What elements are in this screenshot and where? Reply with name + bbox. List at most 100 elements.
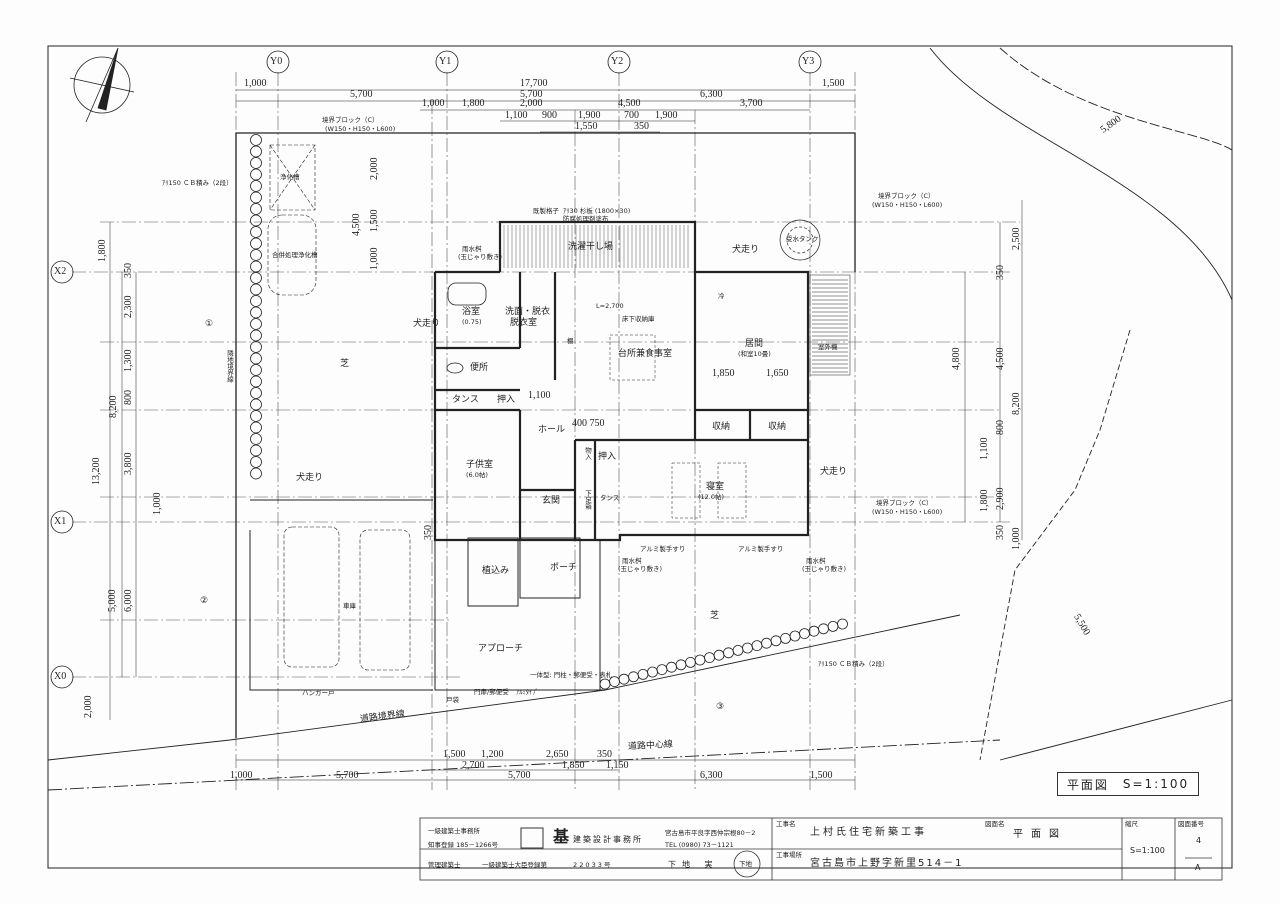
scale-value: S=1:100 (1130, 846, 1165, 855)
grid-label-y0: Y0 (270, 56, 283, 67)
room-storage-2: 収納 (768, 422, 787, 432)
dim-top: 6,300 (700, 89, 723, 100)
office-type: 一級建築士事務所 (428, 827, 480, 835)
architect-seal: 下地 (739, 860, 752, 868)
dim-inner: 400 750 (572, 418, 605, 429)
hanger-door-note: ハンガー戸 (302, 689, 335, 697)
room-kitchen-dining: 台所兼食事室 (618, 349, 673, 359)
rainwater-note: 雨水桝 (462, 245, 482, 253)
room-bedroom-size: (12.0帖) (698, 493, 725, 501)
cb-block (250, 387, 262, 399)
dim-bottom: 1,500 (443, 749, 466, 760)
cb-block (250, 226, 262, 238)
fridge-label: 冷 (718, 292, 725, 300)
block-note-right-2-spec: (W150・H150・L600) (872, 508, 943, 516)
room-bath: 浴室 (462, 307, 481, 317)
dog-run-4: 犬走り (820, 467, 848, 477)
grid-label-x1: X1 (54, 516, 67, 527)
beds (671, 462, 747, 519)
gate-note-2: ｱﾙﾐﾀｲﾌﾟ (516, 688, 539, 696)
shelf-label: 棚 (567, 337, 574, 345)
dim-top: 1,900 (578, 110, 601, 121)
dim-inner: 1,850 (712, 368, 735, 379)
architect-label: 管理建築士 (428, 861, 461, 869)
dim-bottom: 1,000 (230, 770, 253, 781)
exterior-structures (249, 499, 605, 691)
water-tank-label: 受水タンク (786, 235, 819, 243)
cb-block (250, 398, 262, 411)
house-walls (433, 220, 810, 542)
dim-top: 1,550 (575, 121, 598, 132)
cb-block (250, 272, 262, 284)
gate-combined-note: 一体型: 門柱・郵便受・表札 (530, 671, 613, 679)
dim-top: 17,700 (520, 78, 548, 89)
room-toilet: 便所 (470, 363, 489, 373)
dim-bottom: 350 (597, 749, 612, 760)
boundary-left-note: 隣地境界線 (225, 350, 234, 383)
block-note-right-2: 境界ブロック（C） (876, 499, 933, 507)
block-note-top: 境界ブロック（C） (322, 116, 379, 124)
room-bath-size: (0.75) (462, 318, 482, 326)
dim-bottom: 5,700 (336, 770, 359, 781)
dim-bottom: 1,850 (562, 760, 585, 771)
room-tansu-2: タンス (600, 494, 620, 502)
cb-block (250, 352, 262, 365)
toilet-fixture (446, 362, 464, 374)
dim-bottom: 1,150 (606, 760, 629, 771)
rail-note-1: アルミ製手すり (640, 545, 686, 553)
sheet-border (47, 45, 1233, 869)
rain-basin-2-sub: (玉じゃり敷き) (802, 565, 847, 573)
lawn-left: 芝 (340, 359, 350, 369)
scale-box-title: 平面図 (1066, 777, 1109, 792)
room-living: 居間 (745, 339, 764, 349)
cb-note-left: ｱﾘ150 ＣＢ積み（2段） (162, 179, 233, 187)
deck-note-2: 防腐処理剤塗布 (563, 215, 609, 223)
site-boundary (235, 132, 856, 738)
laundry-deck (503, 225, 689, 268)
cb-block (250, 295, 262, 307)
cb-block (250, 249, 262, 261)
scale-label: 縮尺 (1125, 820, 1138, 828)
grid-label-y3: Y3 (802, 56, 815, 67)
dim-top: 350 (634, 121, 649, 132)
dimension-lines (109, 89, 1023, 781)
lawn-right: 芝 (710, 611, 720, 621)
gate-note: 門扉/郵便受 (474, 688, 509, 696)
cb-block (250, 306, 262, 319)
room-child-size: (6.0帖) (466, 471, 488, 479)
architect-number: 2 2 0 3 3 号 (573, 861, 611, 869)
block-note-top-spec: (W150・H150・L600) (325, 125, 396, 133)
office-address: 宮古島市平良字西仲宗根80－2 (665, 829, 756, 837)
drawing-number-label: 図面番号 (1178, 820, 1204, 828)
dim-top: 1,800 (462, 98, 485, 109)
grid-label-x2: X2 (54, 266, 67, 277)
site-label: 工事場所 (776, 851, 802, 859)
room-child: 子供室 (466, 460, 494, 470)
block-note-right: 境界ブロック（C） (878, 192, 935, 200)
cb-block (250, 341, 262, 353)
cb-block (250, 203, 262, 215)
dim-inner: 1,650 (766, 368, 789, 379)
underfloor-storage: 床下収納庫 (622, 315, 655, 323)
drawing-revision: A (1195, 863, 1201, 872)
scale-box: 平面図 S=1:100 (1057, 772, 1199, 796)
drawing-name: 平面図 (1013, 829, 1067, 840)
deck-note: ｱﾘ30 杉板 (1800×30) (563, 207, 631, 215)
cb-note-right: ｱﾘ150 ＣＢ積み（2段） (818, 660, 889, 668)
cb-block (250, 157, 262, 169)
dim-top: 5,700 (520, 89, 543, 100)
drawing-number: 4 (1196, 836, 1202, 845)
office-logo: 基 (553, 827, 570, 846)
cb-block (250, 180, 262, 192)
room-hall: ホール (538, 425, 566, 435)
septic-tank-label: 浄化槽 (280, 173, 300, 181)
dim-bottom: 1,500 (810, 770, 833, 781)
marker-3: ③ (716, 702, 725, 712)
room-washroom: 洗面・脱衣 (505, 307, 551, 317)
dim-bottom: 5,700 (508, 770, 531, 781)
grid-bubbles (50, 50, 822, 689)
rain-basin-1-sub: (玉じゃり敷き) (618, 565, 663, 573)
